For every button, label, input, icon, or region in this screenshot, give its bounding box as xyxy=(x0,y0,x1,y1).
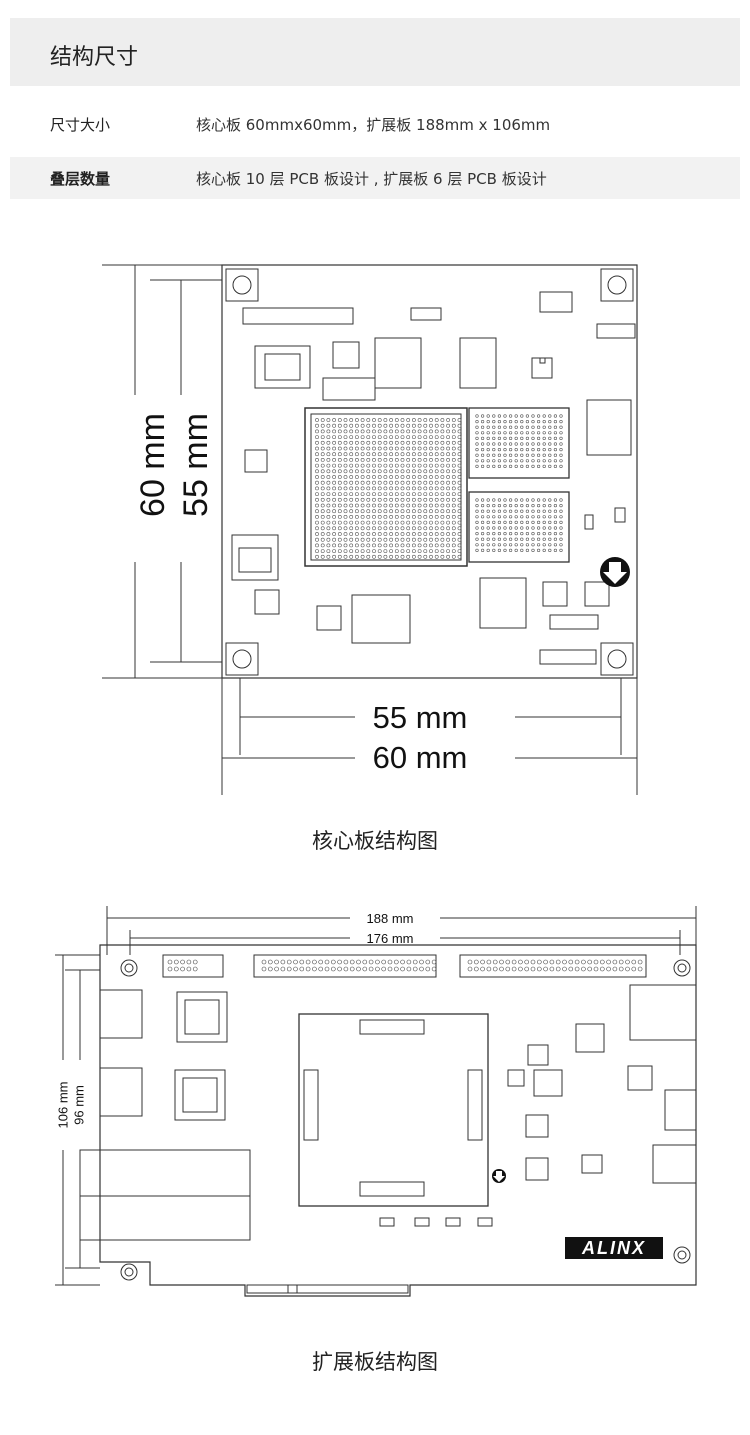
core-dim-outer-w: 60 mm xyxy=(373,740,468,775)
ext-dim-inner-h: 96 mm xyxy=(71,1085,86,1125)
core-board-caption: 核心板结构图 xyxy=(312,829,438,853)
ext-board-drawing: ALINX 188 mm 176 mm 106 mm 96 mm xyxy=(50,900,710,1300)
section-title: 结构尺寸 xyxy=(50,45,139,70)
ext-dim-inner-w: 176 mm xyxy=(367,931,414,946)
core-dim-inner-h: 55 mm xyxy=(177,413,215,517)
section-header: 结构尺寸 xyxy=(10,18,740,86)
spec-value: 核心板 60mmx60mm，扩展板 188mm x 106mm xyxy=(196,116,551,134)
spec-row-layers: 叠层数量 核心板 10 层 PCB 板设计 , 扩展板 6 层 PCB 板设计 xyxy=(10,157,740,199)
core-board-drawing: 60 mm 55 mm 55 mm 60 mm xyxy=(95,250,655,800)
core-dim-outer-h: 60 mm xyxy=(134,413,172,517)
spec-label: 叠层数量 xyxy=(50,170,111,188)
core-dim-inner-w: 55 mm xyxy=(373,700,468,735)
download-arrow-icon xyxy=(492,1169,506,1183)
spec-label: 尺寸大小 xyxy=(50,116,111,134)
logo-text: ALINX xyxy=(581,1238,646,1258)
ext-dim-outer-w: 188 mm xyxy=(367,911,414,926)
alinx-logo: ALINX xyxy=(565,1237,663,1259)
ext-board-caption: 扩展板结构图 xyxy=(312,1350,438,1374)
ext-dim-outer-h: 106 mm xyxy=(55,1082,70,1129)
spec-row-size: 尺寸大小 核心板 60mmx60mm，扩展板 188mm x 106mm xyxy=(10,103,740,145)
spec-value: 核心板 10 层 PCB 板设计 , 扩展板 6 层 PCB 板设计 xyxy=(196,170,547,188)
download-arrow-icon xyxy=(600,557,630,587)
